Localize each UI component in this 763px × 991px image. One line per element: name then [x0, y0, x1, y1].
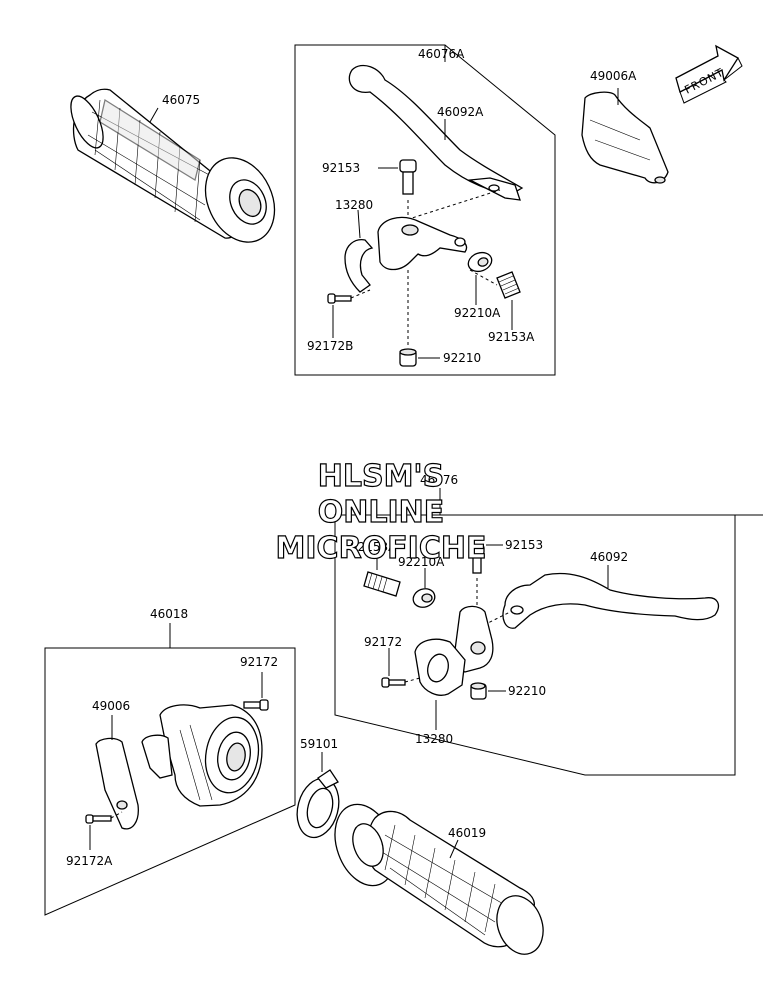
grip-46075	[70, 88, 276, 243]
label-13280-upper: 13280	[335, 198, 373, 212]
label-92153A-upper: 92153A	[488, 330, 535, 344]
screw-92172A	[85, 814, 112, 824]
label-46019: 46019	[448, 826, 486, 840]
lever-46092	[502, 572, 719, 629]
label-46076: 46076	[420, 473, 458, 487]
label-59101: 59101	[300, 737, 338, 751]
label-92172-left: 92172	[240, 655, 278, 669]
label-49006A: 49006A	[590, 69, 637, 83]
watermark-line-1: HLSM'S	[318, 459, 444, 494]
label-46092A: 46092A	[437, 105, 484, 119]
collar-92210-upper	[399, 348, 417, 367]
label-46018: 46018	[150, 607, 188, 621]
label-92210-lower: 92210	[508, 684, 546, 698]
cover-49006A	[581, 91, 669, 184]
grip-46019	[334, 803, 544, 955]
bolt-92153A-lower	[363, 571, 401, 597]
label-92172B: 92172B	[307, 339, 353, 353]
throttle-cam-59101	[296, 769, 340, 839]
front-direction-arrow	[675, 44, 743, 104]
label-92210-upper: 92210	[443, 351, 481, 365]
throttle-housing-46018	[141, 704, 263, 807]
label-92153-upper: 92153	[322, 161, 360, 175]
clamp-13280-upper	[344, 239, 374, 293]
screw-92172-lower	[381, 677, 406, 688]
label-92153-lower: 92153	[505, 538, 543, 552]
lever-bracket-lower	[414, 605, 494, 696]
label-46076A: 46076A	[418, 47, 465, 61]
label-92172-lower: 92172	[364, 635, 402, 649]
bolt-92153A-upper	[496, 271, 521, 299]
label-92172A: 92172A	[66, 854, 113, 868]
upper-assembly-frame	[294, 44, 556, 376]
label-92210A-lower: 92210A	[398, 555, 445, 569]
label-46075: 46075	[162, 93, 200, 107]
watermark-line-3: MICROFICHE	[276, 531, 487, 566]
label-49006: 49006	[92, 699, 130, 713]
lever-bracket-upper	[377, 216, 468, 271]
label-46092: 46092	[590, 550, 628, 564]
label-92153A-lower: 92153A	[350, 540, 397, 554]
bolt-92153-lower	[469, 544, 485, 574]
label-92210A-upper: 92210A	[454, 306, 501, 320]
label-13280-lower: 13280	[415, 732, 453, 746]
bolt-92153-upper	[399, 159, 417, 195]
watermark-line-2: ONLINE	[318, 495, 445, 530]
collar-92210-lower	[470, 682, 487, 700]
cover-49006	[95, 737, 139, 830]
screw-92172-left	[243, 699, 269, 711]
lower-right-frame	[334, 514, 763, 776]
lower-left-frame	[44, 647, 296, 916]
nut-92210A-upper	[467, 251, 493, 273]
lever-46092A	[348, 64, 524, 201]
nut-92210A-lower	[412, 588, 436, 608]
screw-92172B-upper	[327, 293, 352, 304]
